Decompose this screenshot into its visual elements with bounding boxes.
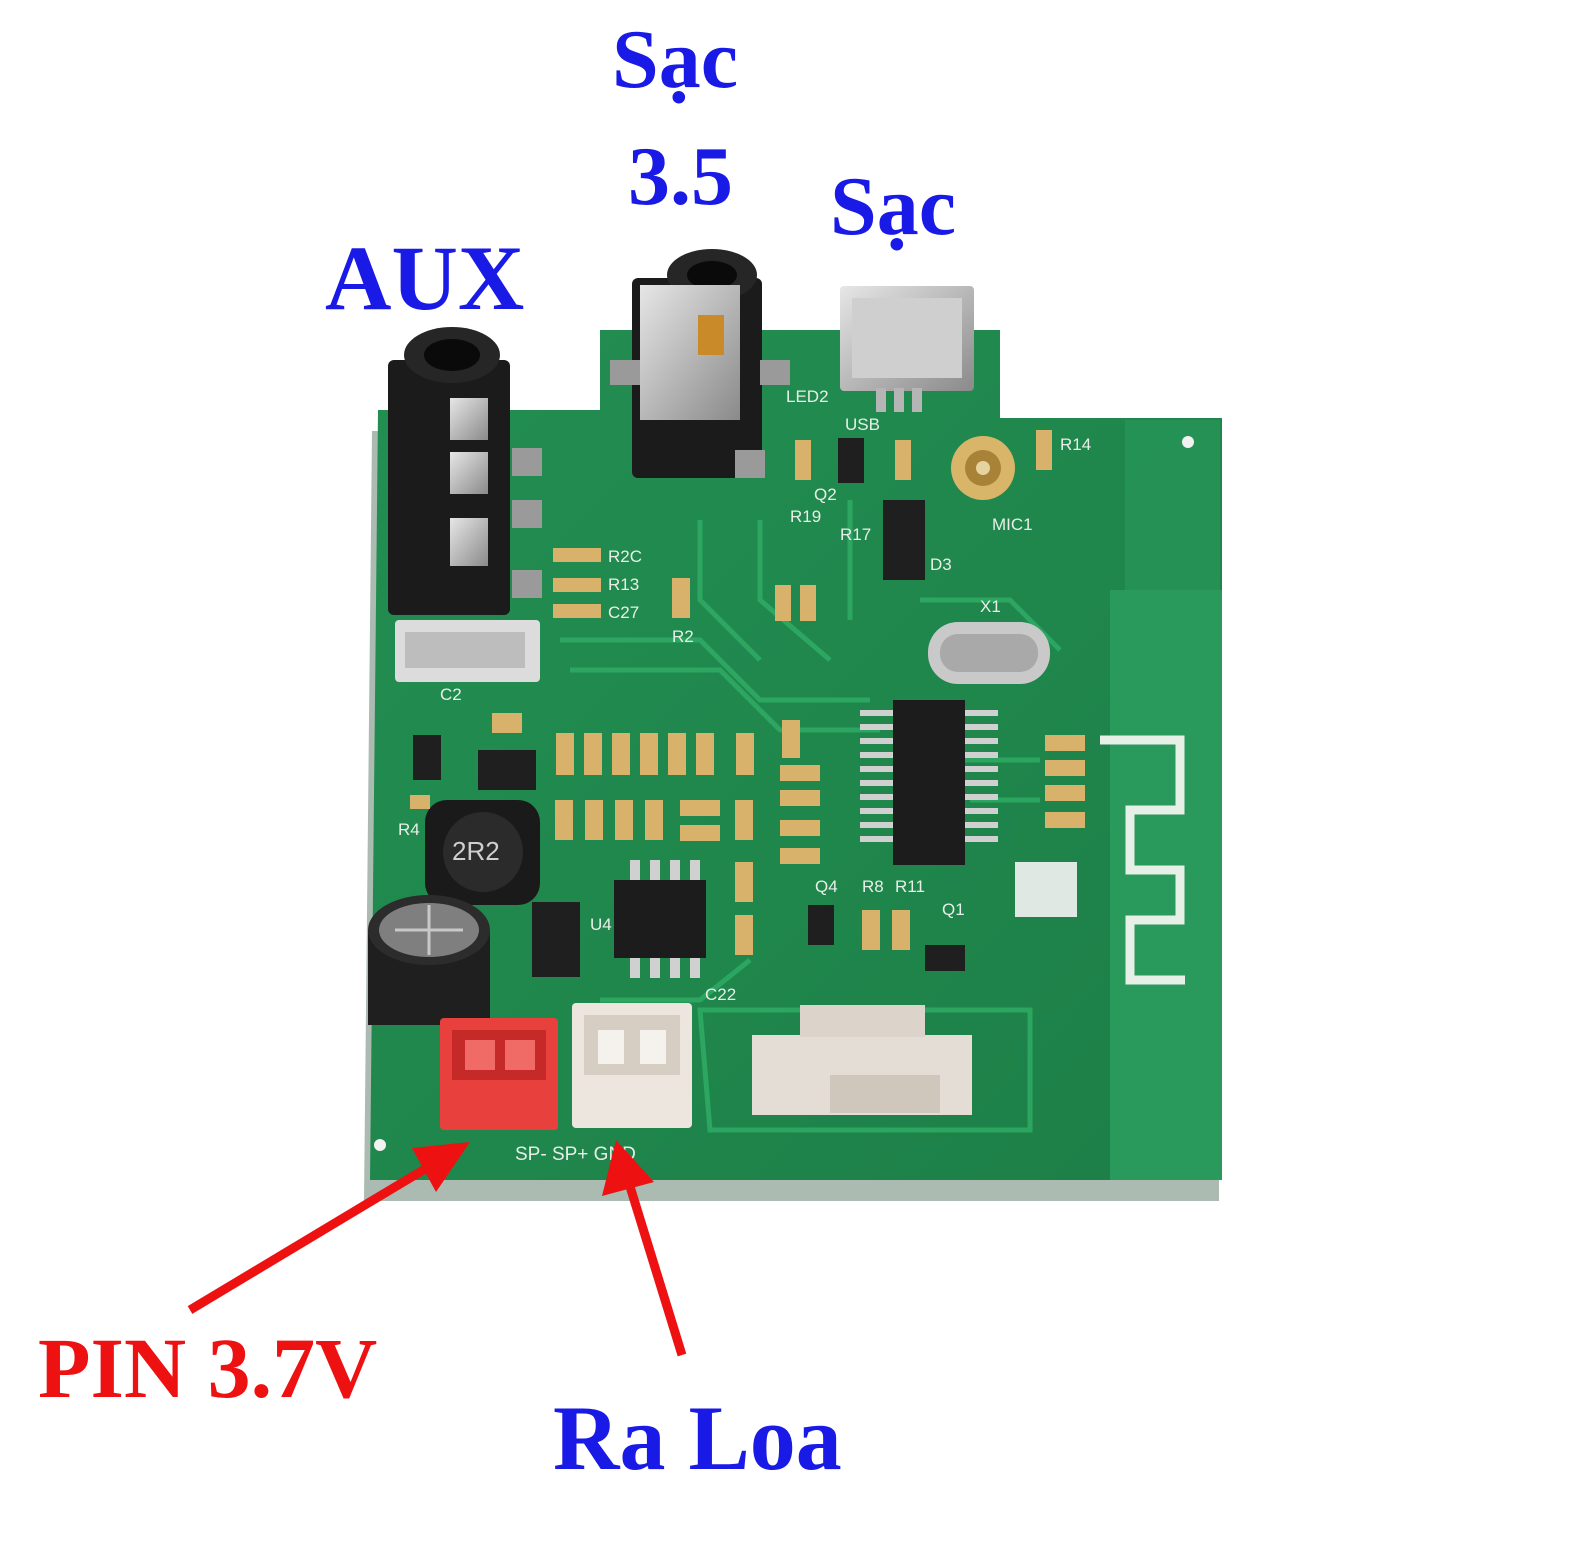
- silk-q4: Q4: [815, 877, 838, 896]
- silk-c2: C2: [440, 685, 462, 704]
- silk-r8: R8: [862, 877, 884, 896]
- silk-r14: R14: [1060, 435, 1091, 454]
- smd-components: [410, 430, 1085, 955]
- silk-q1: Q1: [942, 900, 965, 919]
- antenna-area: [1110, 590, 1222, 1180]
- silk-d3: D3: [930, 555, 952, 574]
- silk-r13: R13: [608, 575, 639, 594]
- silk-inductor: 2R2: [452, 836, 500, 866]
- silk-r20: R2C: [608, 547, 642, 566]
- silk-u4: U4: [590, 915, 612, 934]
- fpc-connector: [752, 1005, 972, 1115]
- silk-mic1: MIC1: [992, 515, 1033, 534]
- arrow-to-speaker: [602, 1140, 687, 1357]
- label-sac-usb: Sạc: [830, 160, 956, 253]
- amp-ic-u4: [614, 860, 706, 978]
- arrow-to-battery: [187, 1142, 470, 1314]
- silk-r2: R2: [672, 627, 694, 646]
- label-sac-35-line2: 3.5: [628, 130, 733, 223]
- silk-c27: C27: [608, 603, 639, 622]
- silk-c22: C22: [705, 985, 736, 1004]
- silk-r19: R19: [790, 507, 821, 526]
- speaker-connector: [572, 1003, 692, 1128]
- silk-q2: Q2: [814, 485, 837, 504]
- label-ra-loa: Ra Loa: [553, 1387, 842, 1489]
- label-aux: AUX: [325, 227, 525, 329]
- bt-antenna-trace: [1100, 735, 1185, 985]
- label-pin-37v: PIN 3.7V: [38, 1320, 378, 1416]
- silk-usb: USB: [845, 415, 880, 434]
- silk-r11: R11: [895, 877, 925, 896]
- micro-usb-port: [840, 286, 974, 412]
- silk-x1: X1: [980, 597, 1001, 616]
- silk-r4: R4: [398, 820, 420, 839]
- battery-connector: [440, 1018, 558, 1130]
- charge-jack-35: [610, 249, 790, 478]
- main-ic: [860, 700, 998, 865]
- electrolytic-capacitor: [368, 895, 490, 1025]
- silk-r17: R17: [840, 525, 871, 544]
- silk-speaker-pins: SP- SP+ GND: [515, 1144, 636, 1165]
- aux-jack: [388, 327, 542, 615]
- label-sac-35-line1: Sạc: [612, 13, 738, 106]
- silk-led2: LED2: [786, 387, 829, 406]
